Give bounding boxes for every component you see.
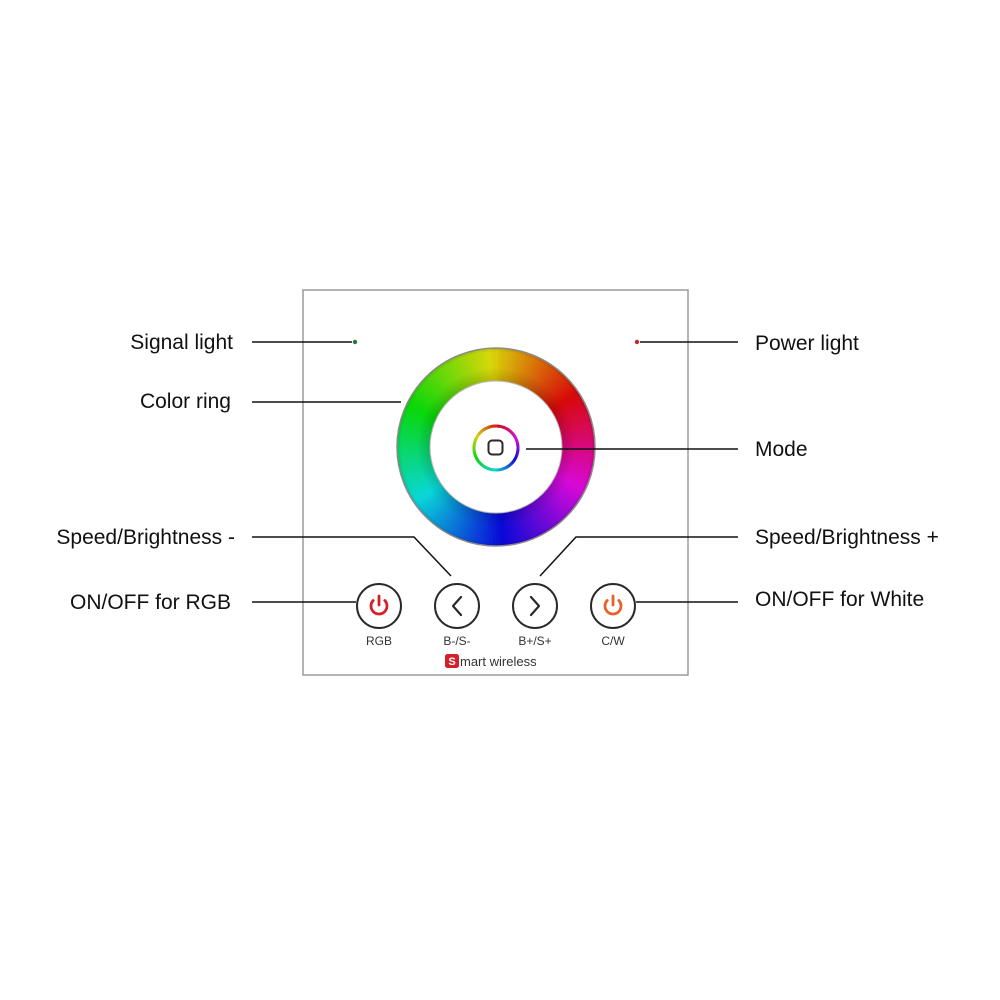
signal-light-led (352, 339, 358, 345)
brightness-plus-button[interactable] (512, 583, 558, 629)
rgb-button-caption: RGB (366, 634, 392, 648)
speed-brightness-minus-label: Speed/Brightness - (56, 526, 235, 549)
b-plus-button-caption: B+/S+ (518, 634, 551, 648)
color-ring-segment (493, 424, 498, 428)
onoff-rgb-label: ON/OFF for RGB (70, 591, 231, 614)
brand-text: mart wireless (460, 654, 537, 669)
color-ring-label: Color ring (140, 390, 231, 413)
b-minus-button-caption: B-/S- (443, 634, 470, 648)
color-ring-inner-edge (429, 380, 563, 514)
color-ring-outer-edge (396, 347, 596, 547)
power-light-label: Power light (755, 332, 859, 355)
square-mode-icon (487, 439, 504, 456)
cw-button-caption: C/W (601, 634, 625, 648)
power-icon (369, 594, 389, 616)
mode-label: Mode (755, 438, 808, 461)
white-onoff-button[interactable] (590, 583, 636, 629)
chevron-right-icon (529, 595, 541, 617)
leader-lines (252, 341, 738, 603)
brand-logo: S mart wireless (445, 654, 537, 669)
chevron-left-icon (451, 595, 463, 617)
rgb-onoff-button[interactable] (356, 583, 402, 629)
onoff-white-label: ON/OFF for White (755, 588, 924, 611)
brand-initial: S (448, 656, 455, 668)
speed-brightness-plus-label: Speed/Brightness + (755, 526, 939, 549)
brand-badge (445, 654, 459, 668)
power-icon (603, 594, 623, 616)
mode-button[interactable] (472, 424, 520, 472)
mode-ring (472, 424, 520, 472)
signal-light-label: Signal light (130, 331, 233, 354)
power-light-led (634, 339, 640, 345)
brightness-minus-button[interactable] (434, 583, 480, 629)
